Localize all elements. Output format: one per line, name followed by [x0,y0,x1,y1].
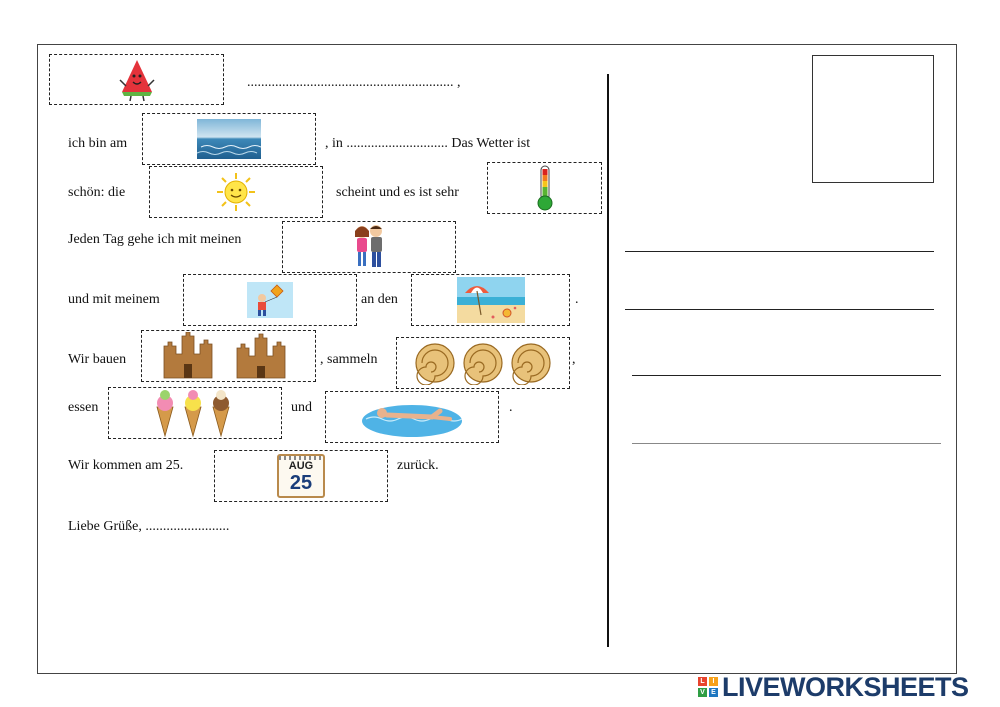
swimming-box[interactable] [325,391,499,443]
name-blank: ........................................… [247,75,461,90]
line5-text-start: Wir bauen [68,352,127,367]
line4-text-start: und mit meinem [68,292,160,307]
calendar-month: AUG [288,460,314,472]
thermometer-box[interactable] [487,162,602,214]
line2-text-mid: scheint und es ist sehr [336,185,459,200]
shells-box[interactable] [396,337,570,389]
swimmer-icon [362,405,462,437]
sun-box[interactable] [149,166,323,218]
postcard [37,44,957,674]
address-line-3 [632,375,941,376]
line1-text-mid: , in ............................. Das W… [325,136,531,151]
ice-cream-icon [156,390,230,437]
greeting-box[interactable] [49,54,224,105]
line7-text-start: Wir kommen am 25. [68,458,184,473]
closing-text: Liebe Grüße, ........................ [68,519,230,534]
sea-box[interactable] [142,113,316,165]
line6-text-mid: und [291,400,312,415]
logo-cell: V [698,688,707,697]
line6-text-end: . [509,400,513,415]
calendar-icon: AUG 25 [277,454,325,498]
line5-text-end: , [572,352,576,367]
watermelon-slice-icon [118,59,155,101]
line5-text-mid: , sammeln [320,352,378,367]
friends-box[interactable] [282,221,456,273]
calendar-box[interactable]: AUG 25 [214,450,388,502]
line4-text-mid: an den [361,292,398,307]
line2-text-start: schön: die [68,185,126,200]
line3-text-start: Jeden Tag gehe ich mit meinen [68,232,242,247]
postcard-divider [607,74,609,647]
kite-child-icon [247,282,293,318]
line1-text-start: ich bin am [68,136,128,151]
friends-icon [355,225,382,267]
beach-box[interactable] [411,274,570,326]
address-line-1 [625,251,934,252]
sandcastles-box[interactable] [141,330,316,382]
kite-box[interactable] [183,274,357,326]
logo-cell: I [709,677,718,686]
logo-cell: L [698,677,707,686]
calendar-day: 25 [289,472,313,494]
thermometer-icon [537,165,552,211]
sea-icon [197,119,261,159]
icecream-box[interactable] [108,387,282,439]
logo-grid-icon: L I V E [698,677,718,697]
address-line-2 [625,309,934,310]
address-line-4 [632,443,941,444]
sandcastle-icon [163,332,285,379]
beach-umbrella-icon [456,277,525,323]
stamp-area [812,55,934,183]
seashell-icon [415,343,551,385]
logo-text: LIVEWORKSHEETS [722,671,969,702]
line4-text-end: . [575,292,579,307]
liveworksheets-logo: L I V E LIVEWORKSHEETS [698,672,969,702]
sun-icon [217,173,255,211]
line6-text-start: essen [68,400,99,415]
logo-cell: E [709,688,718,697]
line7-text-end: zurück. [397,458,439,473]
